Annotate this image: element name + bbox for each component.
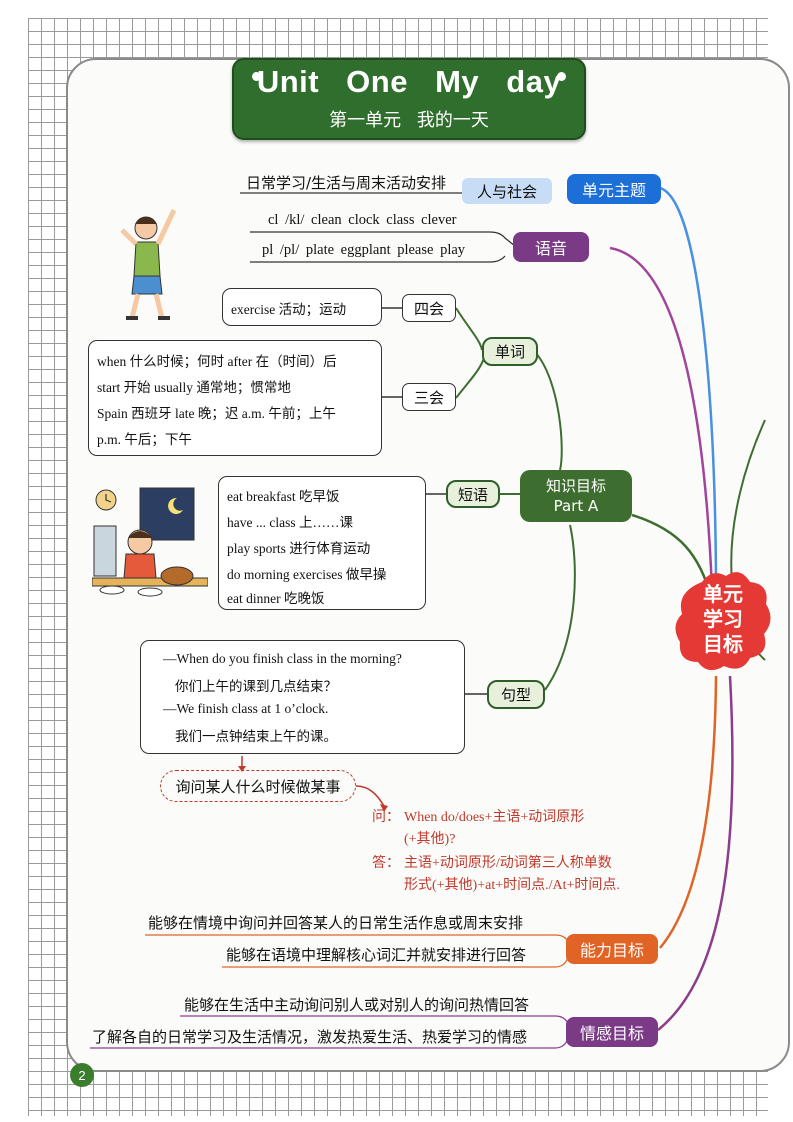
- ability-line-1: 能够在情境中询问并回答某人的日常生活作息或周末安排: [148, 914, 524, 932]
- pattern-question-line-1: When do/does+主语+动词原形: [404, 810, 585, 825]
- banner-dot-right: [557, 72, 566, 81]
- four-skill-node: 四会: [402, 294, 456, 322]
- pattern-answer-prefix: 答：: [372, 855, 400, 871]
- connector-phonics: [609, 246, 714, 591]
- knowledge-node-part: Part A: [553, 497, 599, 515]
- phrase-4: do morning exercises 做早操: [227, 567, 387, 582]
- theme-node: 单元主题: [567, 174, 661, 204]
- center-cloud-shape: [675, 572, 771, 671]
- phrase-2: have ... class 上……课: [227, 515, 353, 530]
- pattern-node: 询问某人什么时候做某事: [160, 770, 356, 802]
- boy-exercising-illustration: [120, 208, 177, 320]
- phonics-line-pl: pl /pl/ plate eggplant please play: [262, 242, 466, 258]
- four-skill-word: exercise 活动；运动: [231, 302, 347, 317]
- theme-sub-node: 人与社会: [462, 178, 552, 204]
- center-line-2: 学习: [703, 607, 743, 631]
- connector-phonics-lines: [250, 231, 516, 263]
- knowledge-node-label: 知识目标: [545, 477, 606, 495]
- pattern-answer-line-1: 主语+动词原形/动词第三人称单数: [404, 856, 612, 871]
- arrow-down-head: [238, 766, 246, 772]
- three-skill-node: 三会: [402, 383, 456, 411]
- phrases-node: 短语: [446, 480, 500, 508]
- three-skill-box: when 什么时候；何时 after 在（时间）后 start 开始 usual…: [88, 340, 382, 456]
- sentence-q-en: —When do you finish class in the morning…: [163, 651, 402, 666]
- connector-ability: [659, 675, 718, 949]
- pattern-question-line-2: (+其他)?: [404, 832, 456, 847]
- phrase-3: play sports 进行体育运动: [227, 541, 371, 556]
- connector-three: [455, 357, 485, 399]
- boy-breakfast-illustration: [92, 487, 208, 597]
- page-number: 2: [70, 1063, 94, 1087]
- three-skill-line-3: Spain 西班牙 late 晚；迟 a.m. 午前；上午: [97, 406, 336, 421]
- sentence-q-zh: 你们上午的课到几点结束？: [175, 679, 337, 694]
- arrow-right-head: [380, 804, 388, 812]
- ability-node: 能力目标: [566, 934, 658, 964]
- pattern-question-prefix: 问：: [372, 809, 400, 825]
- center-line-3: 目标: [703, 632, 743, 656]
- connector-words: [534, 351, 563, 471]
- connector-theme: [659, 186, 718, 581]
- connector-emotion: [657, 675, 734, 1031]
- banner-dot-left: [252, 72, 261, 81]
- unit-title-zh: 第一单元 我的一天: [329, 110, 489, 131]
- sentence-a-en: —We finish class at 1 o’clock.: [163, 701, 329, 716]
- connector-sentences: [544, 524, 576, 691]
- unit-title-en: Unit One My day: [256, 64, 562, 99]
- three-skill-line-2: start 开始 usually 通常地；惯常地: [97, 380, 291, 395]
- phrases-box: eat breakfast 吃早饭 have ... class 上……课 pl…: [218, 476, 426, 610]
- four-skill-box: exercise 活动；运动: [222, 288, 382, 326]
- ability-line-2: 能够在语境中理解核心词汇并就安排进行回答: [226, 946, 527, 964]
- center-line-1: 单元: [703, 582, 743, 606]
- title-banner: Unit One My day 第一单元 我的一天: [232, 58, 586, 140]
- phrase-1: eat breakfast 吃早饭: [227, 489, 340, 504]
- sentences-box: —When do you finish class in the morning…: [140, 640, 465, 754]
- emotion-line-2: 了解各自的日常学习及生活情况，激发热爱生活、热爱学习的情感: [92, 1028, 528, 1046]
- phrase-5: eat dinner 吃晚饭: [227, 591, 325, 606]
- phonics-line-cl: cl /kl/ clean clock class clever: [268, 212, 457, 228]
- arrow-right: [355, 785, 385, 807]
- words-node: 单词: [482, 337, 538, 366]
- mindmap-card: [66, 58, 790, 1072]
- three-skill-line-4: p.m. 午后；下午: [97, 432, 192, 447]
- theme-content: 日常学习/生活与周末活动安排: [246, 174, 447, 192]
- sentence-a-zh: 我们一点钟结束上午的课。: [175, 729, 337, 744]
- pattern-answer-line-2: 形式(+其他)+at+时间点./At+时间点.: [404, 878, 620, 893]
- knowledge-node: 知识目标 Part A: [520, 470, 632, 522]
- phonics-node: 语音: [513, 232, 589, 262]
- emotion-node: 情感目标: [566, 1017, 658, 1047]
- center-node-label: 单元 学习 目标: [672, 582, 774, 657]
- three-skill-line-1: when 什么时候；何时 after 在（时间）后: [97, 354, 337, 369]
- connector-four: [455, 307, 483, 351]
- emotion-line-1: 能够在生活中主动询问别人或对别人的询问热情回答: [184, 996, 530, 1014]
- sentences-node: 句型: [487, 680, 545, 709]
